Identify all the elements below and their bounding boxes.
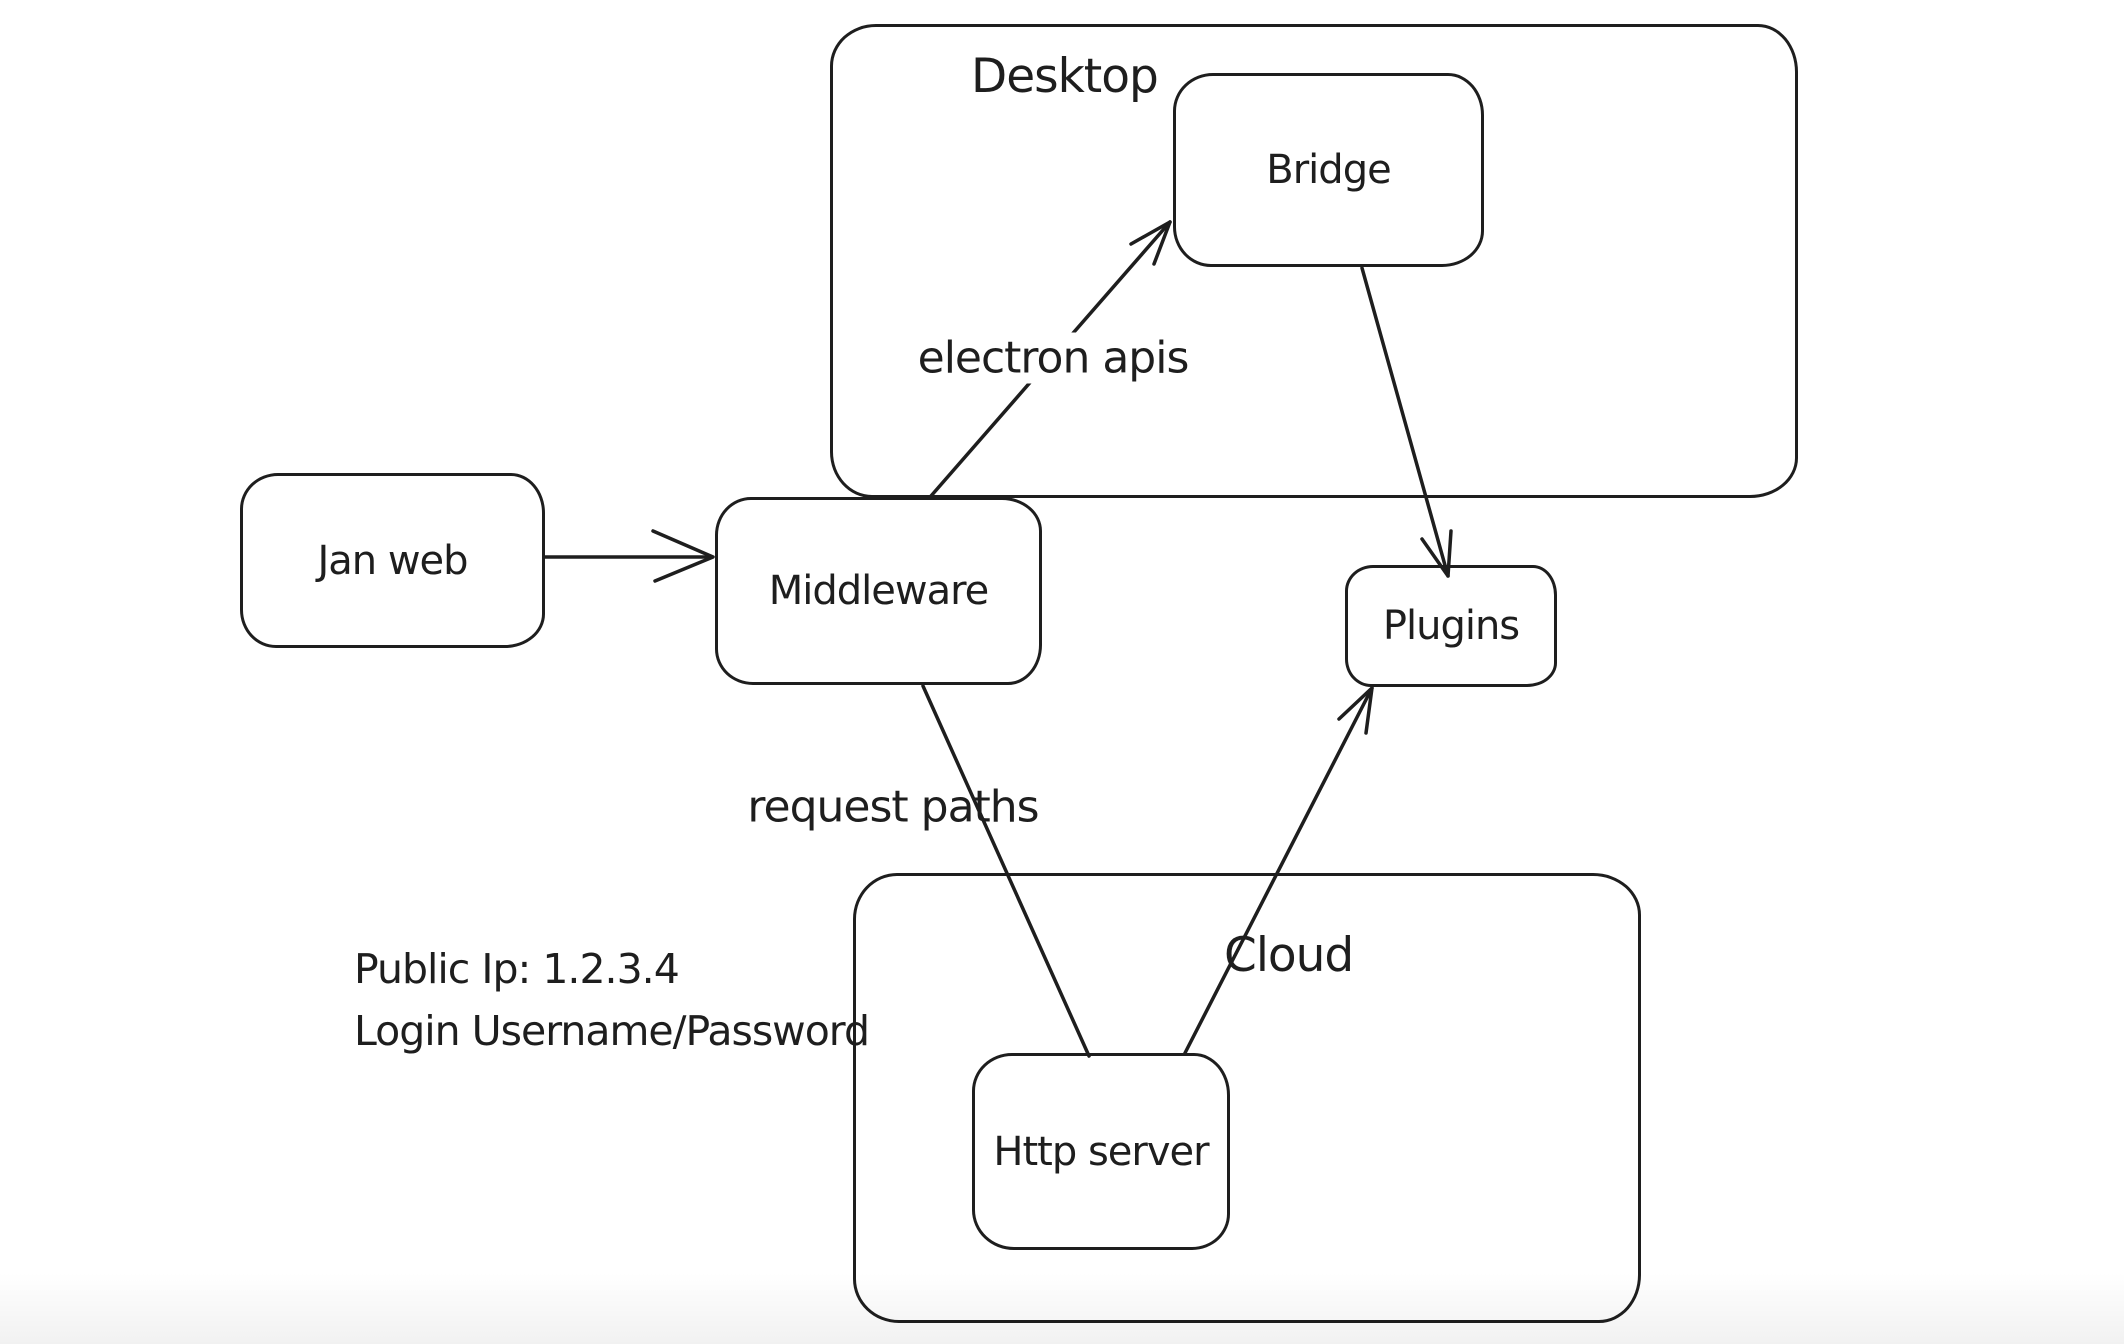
- node-bridge[interactable]: Bridge: [1173, 73, 1484, 267]
- container-cloud[interactable]: Cloud: [853, 873, 1641, 1323]
- container-desktop-label: Desktop: [971, 49, 1159, 104]
- annotation-public-ip: Public Ip: 1.2.3.4: [354, 945, 680, 993]
- edge-label-request-paths[interactable]: request paths: [747, 781, 1039, 833]
- node-middleware[interactable]: Middleware: [715, 497, 1042, 685]
- edge-bridge-to-plugins[interactable]: [1360, 266, 1453, 578]
- node-plugins[interactable]: Plugins: [1345, 565, 1557, 687]
- container-desktop[interactable]: Desktop: [830, 24, 1798, 498]
- edge-janweb-to-middleware[interactable]: [543, 529, 715, 583]
- node-jan-web[interactable]: Jan web: [240, 473, 545, 648]
- edge-label-electron-apis[interactable]: electron apis: [905, 332, 1201, 384]
- node-http-server-label: Http server: [993, 1128, 1209, 1175]
- node-middleware-label: Middleware: [768, 568, 990, 614]
- node-jan-web-label: Jan web: [317, 537, 468, 584]
- annotation-credentials[interactable]: Public Ip: 1.2.3.4 Login Username/Passwo…: [354, 938, 870, 1063]
- node-bridge-label: Bridge: [1266, 147, 1391, 193]
- node-http-server[interactable]: Http server: [972, 1053, 1230, 1250]
- node-plugins-label: Plugins: [1382, 603, 1520, 649]
- container-cloud-label: Cloud: [1224, 928, 1354, 983]
- annotation-login: Login Username/Password: [354, 1007, 870, 1056]
- bottom-fade-gradient: [0, 1272, 2124, 1344]
- edge-httpserver-to-plugins[interactable]: [1183, 686, 1374, 1055]
- edge-middleware-to-httpserver[interactable]: [921, 684, 1091, 1058]
